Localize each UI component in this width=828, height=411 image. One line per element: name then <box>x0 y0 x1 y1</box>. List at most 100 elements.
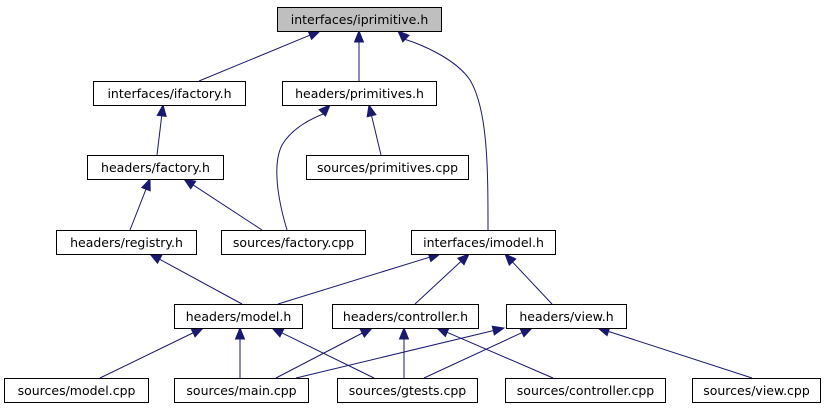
edge-arrowhead <box>359 327 374 338</box>
node-label: headers/registry.h <box>70 235 183 250</box>
edge-line <box>275 332 364 379</box>
nodes-layer: interfaces/iprimitive.h interfaces/ifacto… <box>4 7 821 403</box>
edge-model_h-to-registry_h <box>148 253 243 305</box>
node-main-cpp[interactable]: sources/main.cpp <box>174 378 309 403</box>
edge-controller_cpp-to-controller_h <box>435 327 554 379</box>
node-box <box>174 304 303 329</box>
edge-factory_cpp-to-primitives_h <box>276 104 331 231</box>
node-model-h[interactable]: headers/model.h <box>174 304 303 329</box>
node-factory-cpp[interactable]: sources/factory.cpp <box>221 230 366 255</box>
edge-arrowhead <box>270 327 285 338</box>
node-gtests-cpp[interactable]: sources/gtests.cpp <box>337 378 478 403</box>
node-label: sources/model.cpp <box>18 383 136 398</box>
node-ifactory[interactable]: interfaces/ifactory.h <box>93 81 246 106</box>
edge-line <box>129 188 147 231</box>
edge-line <box>192 184 263 231</box>
node-box <box>87 155 224 180</box>
node-box <box>174 378 309 403</box>
edge-main_cpp-to-model_h <box>234 326 246 378</box>
edge-arrowhead <box>519 327 534 338</box>
edge-line <box>423 331 524 379</box>
node-controller-cpp[interactable]: sources/controller.cpp <box>505 378 666 403</box>
edge-imodel-to-iprimitive <box>397 30 489 231</box>
edge-arrowhead <box>491 325 506 336</box>
node-label: headers/controller.h <box>343 309 468 324</box>
edge-arrowhead <box>435 327 450 338</box>
edge-line <box>403 38 489 231</box>
edge-arrowhead <box>456 253 470 266</box>
edge-arrowhead <box>148 253 163 265</box>
edge-arrowhead <box>504 253 517 266</box>
node-iprimitive: interfaces/iprimitive.h <box>277 7 442 32</box>
edge-primitives_cpp-to-primitives_h <box>366 103 382 156</box>
node-label: interfaces/imodel.h <box>423 235 544 250</box>
edge-arrowhead <box>307 30 322 41</box>
node-box <box>221 230 366 255</box>
edge-arrowhead <box>156 103 167 118</box>
node-primitives-h[interactable]: headers/primitives.h <box>282 81 437 106</box>
node-box <box>282 81 437 106</box>
node-label: sources/factory.cpp <box>233 235 354 250</box>
edge-view_cpp-to-view_h <box>596 326 753 379</box>
node-label: sources/controller.cpp <box>517 383 654 398</box>
node-box <box>337 378 478 403</box>
edge-gtests_cpp-to-view_h <box>423 327 534 379</box>
node-box <box>506 304 627 329</box>
node-label: headers/factory.h <box>101 160 210 175</box>
node-label: sources/view.cpp <box>703 383 810 398</box>
edge-primitives_h-to-iprimitive <box>353 29 365 81</box>
edge-arrowhead <box>366 103 377 118</box>
edge-line <box>158 258 243 305</box>
node-box <box>93 81 246 106</box>
edge-line <box>607 330 753 379</box>
edge-line <box>280 331 375 379</box>
node-imodel[interactable]: interfaces/imodel.h <box>411 230 556 255</box>
edge-main_cpp-to-view_h <box>295 325 506 379</box>
edge-line <box>370 114 382 156</box>
edge-arrowhead <box>140 177 151 192</box>
edge-line <box>198 34 311 82</box>
node-label: sources/gtests.cpp <box>349 383 466 398</box>
edge-line <box>156 114 163 156</box>
node-box <box>411 230 556 255</box>
edge-model_h-to-imodel <box>277 252 442 305</box>
node-view-cpp[interactable]: sources/view.cpp <box>692 378 821 403</box>
node-label: headers/model.h <box>186 309 292 324</box>
node-model-cpp[interactable]: sources/model.cpp <box>4 378 149 403</box>
node-label: sources/primitives.cpp <box>317 160 458 175</box>
node-label: interfaces/ifactory.h <box>107 86 231 101</box>
edge-line <box>511 260 553 305</box>
edge-arrowhead <box>318 104 331 117</box>
edge-factory_cpp-to-factory_h <box>182 178 263 231</box>
edges-layer <box>99 29 753 379</box>
edge-arrowhead <box>234 326 246 340</box>
node-factory-h[interactable]: headers/factory.h <box>87 155 224 180</box>
edge-ifactory-to-iprimitive <box>198 30 322 82</box>
node-box <box>332 304 479 329</box>
edge-line <box>99 331 195 379</box>
node-primitives-cpp[interactable]: sources/primitives.cpp <box>306 155 469 180</box>
node-box <box>4 378 149 403</box>
node-box <box>505 378 666 403</box>
node-box <box>56 230 197 255</box>
edge-view_h-to-imodel <box>504 253 553 305</box>
edge-line <box>277 256 431 305</box>
edge-arrowhead <box>190 327 205 338</box>
node-controller-h[interactable]: headers/controller.h <box>332 304 479 329</box>
node-box <box>277 7 442 32</box>
edge-line <box>295 329 495 379</box>
edge-line <box>276 112 327 231</box>
node-label: headers/view.h <box>519 309 613 324</box>
edge-arrowhead <box>397 30 410 43</box>
node-label: interfaces/iprimitive.h <box>291 12 429 27</box>
edge-arrowhead <box>353 29 365 43</box>
node-registry-h[interactable]: headers/registry.h <box>56 230 197 255</box>
node-box <box>692 378 821 403</box>
edge-registry_h-to-factory_h <box>129 177 151 231</box>
node-box <box>306 155 469 180</box>
edge-line <box>445 331 554 379</box>
edge-arrowhead <box>182 178 197 190</box>
node-view-h[interactable]: headers/view.h <box>506 304 627 329</box>
edge-arrowhead <box>398 326 410 340</box>
